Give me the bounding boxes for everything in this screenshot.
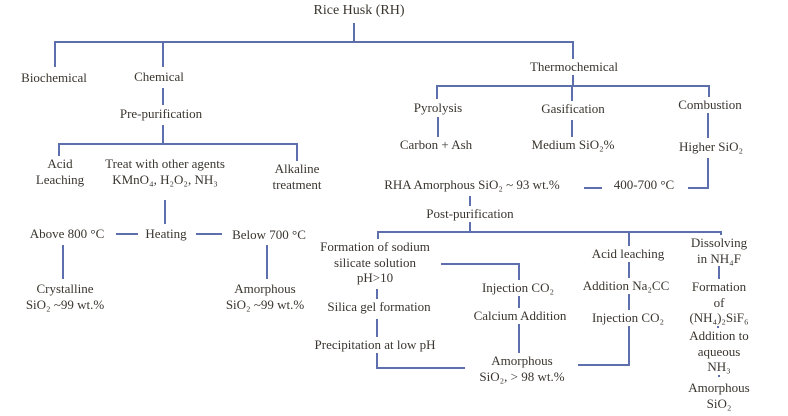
node-pyrolysis: Pyrolysis (410, 100, 466, 116)
connector-to-chemical (162, 41, 164, 67)
node-crystalline-sio2: Crystalline SiO₂ ~99 wt.% (22, 281, 108, 313)
node-medium-sio2: Medium SiO₂% (528, 137, 618, 153)
node-dissolving-nh4f: Dissolving in NH₄F (687, 235, 751, 267)
node-addition-aqueous-nh3: Addition to aqueous NH₃ (684, 328, 754, 375)
connector-to-alkaline (296, 143, 298, 161)
connector-chemical-prepurification (162, 88, 164, 105)
node-combustion: Combustion (675, 97, 745, 113)
node-temp-range: 400-700 °C (610, 177, 678, 193)
node-silica-gel-formation: Silica gel formation (324, 299, 434, 315)
node-below-700: Below 700 °C (229, 227, 309, 243)
node-amorphous-sio2-99: Amorphous SiO₂ ~99 wt.% (222, 281, 308, 313)
node-treat-agents: Treat with other agents KMnO₄, H₂O₂, NH₃ (102, 156, 228, 188)
connector-ph-silicagel (376, 289, 378, 301)
connector-prepurification-down (162, 125, 164, 145)
connector-rha-postpurification (469, 196, 471, 208)
connector-rha-temp (584, 187, 602, 189)
node-precipitation-low-ph: Precipitation at low pH (311, 337, 439, 353)
connector-gasification-medium (571, 120, 573, 138)
connector-to-acid-leaching (58, 143, 60, 156)
node-formation-nh42sif6: Formation of (NH₄)₂SiF₆ (684, 279, 754, 326)
connector-to-thermochemical (572, 41, 574, 59)
node-biochemical: Biochemical (18, 70, 90, 86)
node-above-800: Above 800 °C (26, 226, 108, 242)
connector-acidroute-amorphous98 (578, 364, 630, 366)
node-injection-co2-second: Injection CO₂ (588, 310, 668, 326)
connector-chemical-branch-bar (58, 143, 298, 145)
node-pre-purification: Pre-purification (116, 106, 206, 122)
connector-to-gasification (571, 85, 573, 101)
connector-dissolving-formation (718, 265, 720, 279)
node-acid-leaching: Acid Leaching (32, 156, 88, 188)
node-acid-leaching-post: Acid leaching (588, 246, 668, 262)
connector-temp-corner (688, 187, 709, 189)
connector-heating-below700 (196, 233, 222, 235)
connector-postpurification-down (469, 222, 471, 233)
node-amorphous-sio2-final: Amorphous SiO₂ (684, 380, 754, 412)
node-addition-na2cc: Addition Na₂CC (579, 278, 673, 294)
connector-pyrolysis-carbonash (437, 117, 439, 137)
node-rice-husk: Rice Husk (RH) (310, 3, 408, 20)
connector-higher-temp (707, 158, 709, 189)
node-higher-sio2: Higher SiO₂ (675, 139, 747, 155)
connector-agents-heating (164, 200, 166, 224)
connector-thermo-branch-bar (436, 85, 710, 87)
connector-above800-heating (116, 233, 138, 235)
connector-silicagel-precipitation (376, 319, 378, 338)
node-calcium-addition: Calcium Addition (470, 308, 570, 324)
connector-ricehusk-down (353, 23, 355, 42)
node-post-purification: Post-purification (423, 206, 517, 222)
connector-formation-right (441, 263, 520, 265)
node-injection-co2-first: Injection CO₂ (478, 280, 558, 296)
connector-acid-leaching-route (628, 231, 630, 366)
node-formation-sodium-silicate: Formation of sodium silicate solution pH… (317, 239, 433, 286)
connector-thermochemical-down (572, 75, 574, 87)
connector-below700-amorphous (266, 245, 268, 279)
connector-combustion-higher (707, 113, 709, 138)
node-thermochemical: Thermochemical (526, 59, 622, 75)
node-gasification: Gasification (538, 101, 608, 117)
connector-top-branch-bar (55, 41, 574, 43)
node-chemical: Chemical (131, 69, 187, 85)
node-heating: Heating (142, 226, 190, 242)
node-alkaline-treatment: Alkaline treatment (269, 161, 325, 193)
node-carbon-ash: Carbon + Ash (396, 137, 476, 153)
connector-to-formation-sodium (377, 231, 379, 241)
connector-to-pyrolysis (436, 85, 438, 99)
node-amorphous-sio2-98: Amorphous SiO₂, > 98 wt.% (476, 353, 568, 385)
connector-post-branch-bar (377, 231, 722, 233)
connector-precipitation-amorphous98 (376, 367, 465, 369)
connector-above800-crystalline (62, 245, 64, 279)
connector-to-combustion (708, 85, 710, 97)
connector-to-biochemical (54, 41, 56, 67)
connector-precipitation-down (376, 352, 378, 369)
node-rha-amorphous: RHA Amorphous SiO₂ ~ 93 wt.% (381, 177, 563, 193)
